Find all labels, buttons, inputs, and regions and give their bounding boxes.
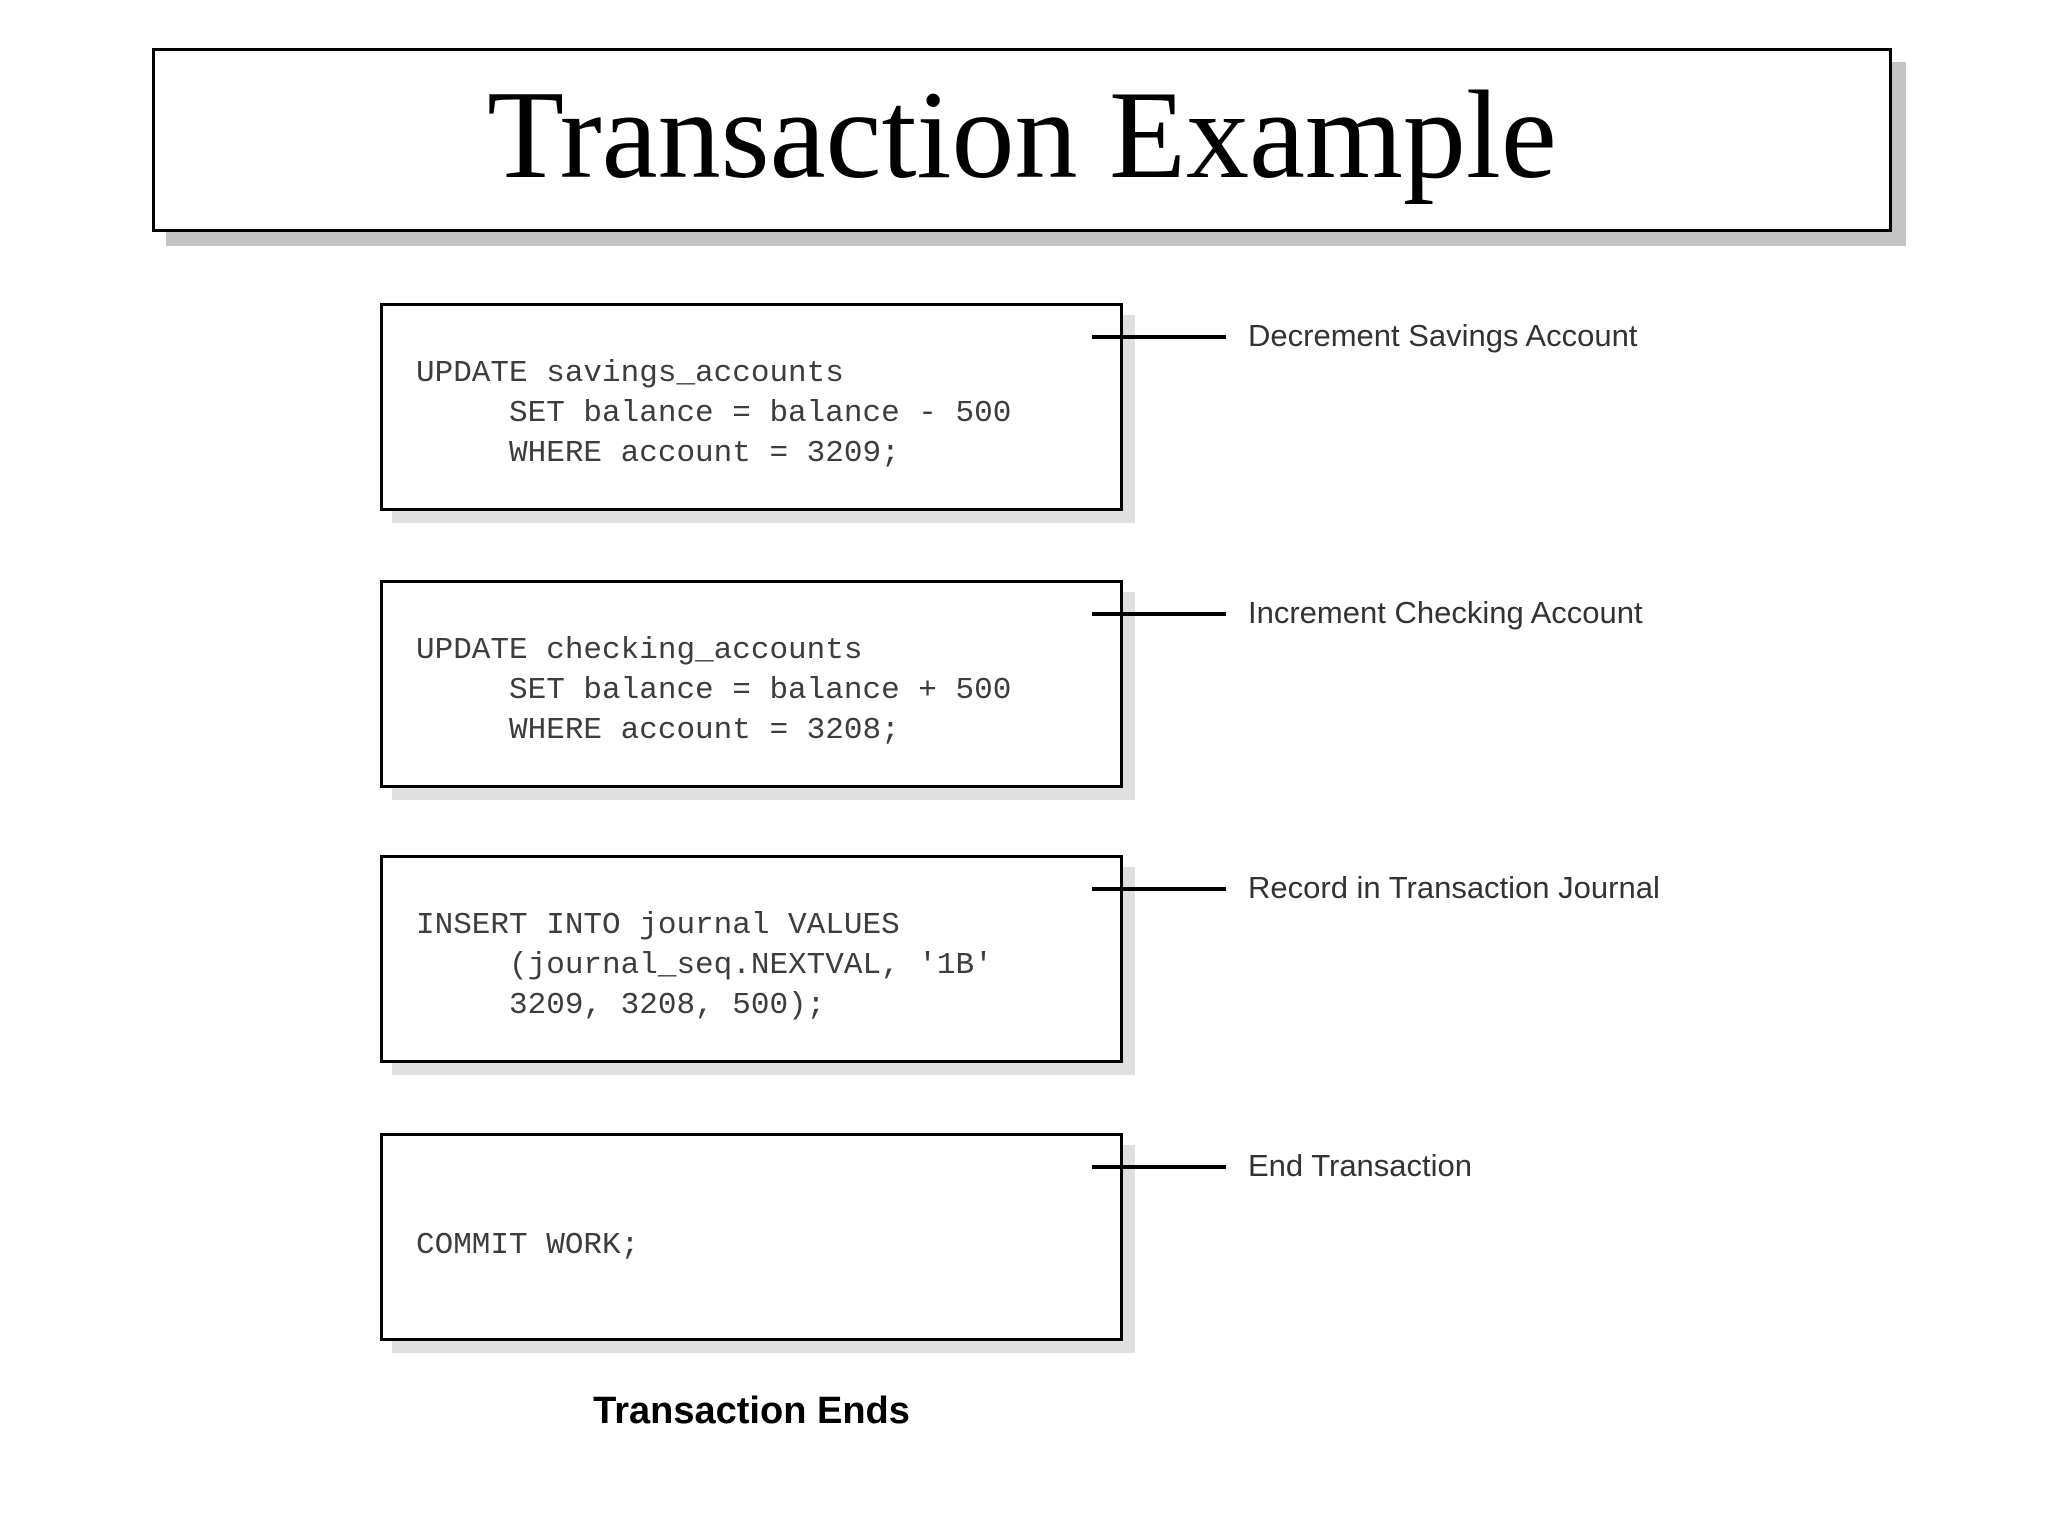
connector-line [1092,1165,1226,1169]
step-end-transaction: COMMIT WORK; End Transaction [380,1133,2000,1345]
code-line: INSERT INTO journal VALUES [416,908,900,943]
sql-code-box: COMMIT WORK; [380,1133,1123,1341]
sql-code-box: UPDATE checking_accounts SET balance = b… [380,580,1123,788]
step-increment-checking: UPDATE checking_accounts SET balance = b… [380,580,2000,792]
callout-label: Increment Checking Account [1248,595,1643,630]
step-decrement-savings: UPDATE savings_accounts SET balance = ba… [380,303,2000,515]
code-line: SET balance = balance - 500 [416,396,1012,431]
title-box: Transaction Example [152,48,1892,232]
connector-line [1092,887,1226,891]
code-line: UPDATE checking_accounts [416,633,863,668]
code-line: SET balance = balance + 500 [416,673,1012,708]
code-line: (journal_seq.NEXTVAL, '1B' [416,948,993,983]
step-record-journal: INSERT INTO journal VALUES (journal_seq.… [380,855,2000,1067]
connector-line [1092,612,1226,616]
sql-code-box: INSERT INTO journal VALUES (journal_seq.… [380,855,1123,1063]
code-line: 3209, 3208, 500); [416,988,826,1023]
code-line: UPDATE savings_accounts [416,356,844,391]
code-line: COMMIT WORK; [416,1228,640,1263]
code-line: WHERE account = 3208; [416,713,900,748]
code-line: WHERE account = 3209; [416,436,900,471]
connector-line [1092,335,1226,339]
page-title: Transaction Example [487,66,1557,205]
footer-caption: Transaction Ends [593,1390,910,1432]
callout-label: Decrement Savings Account [1248,318,1638,353]
callout-label: Record in Transaction Journal [1248,870,1660,905]
sql-code-box: UPDATE savings_accounts SET balance = ba… [380,303,1123,511]
callout-label: End Transaction [1248,1148,1473,1183]
